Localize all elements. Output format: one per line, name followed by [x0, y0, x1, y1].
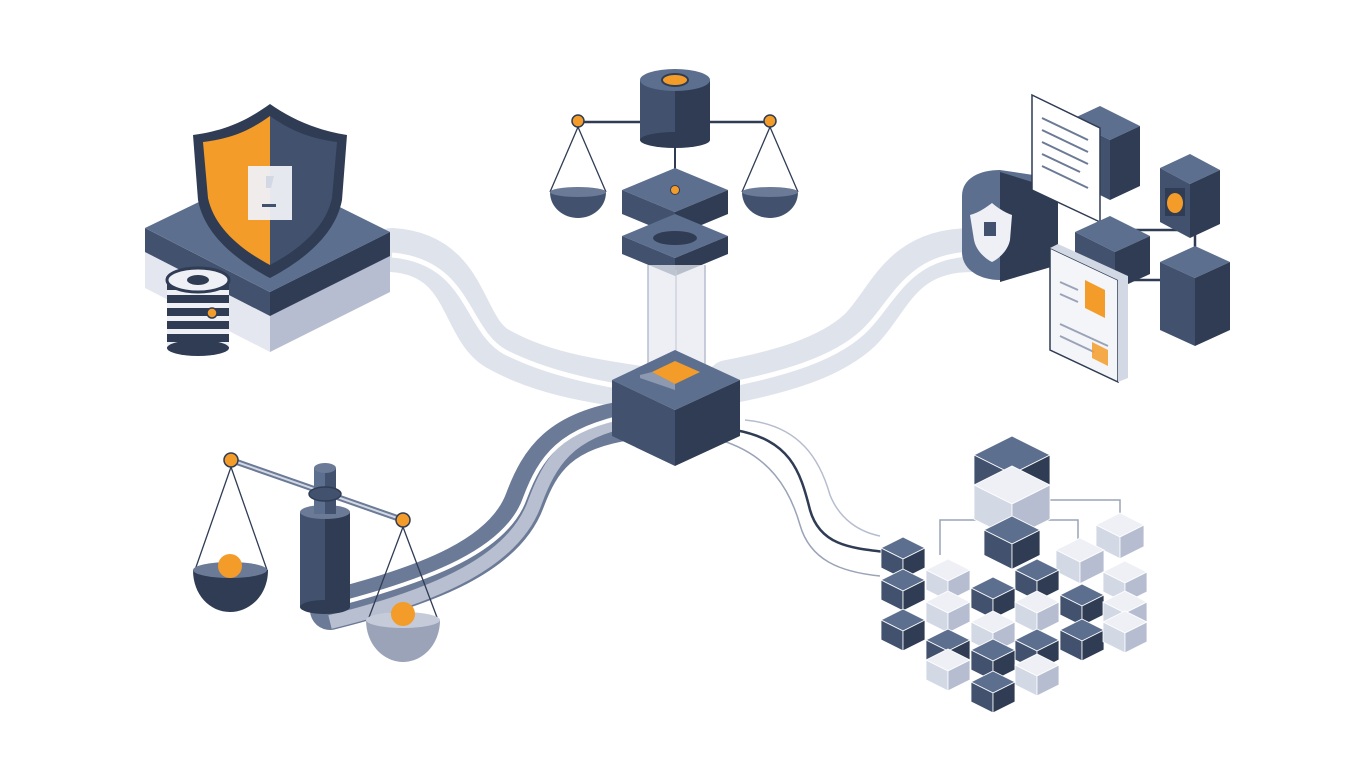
top-cylinder [640, 69, 710, 148]
shield-platform-group [145, 104, 390, 356]
cluster-cube [1014, 653, 1060, 697]
document-icon-2 [1049, 244, 1128, 384]
hub-core [652, 361, 700, 384]
top-balance-scale-icon [549, 69, 799, 370]
tall-block [1160, 246, 1230, 346]
flow-band-docs [706, 228, 994, 404]
cluster-cube [925, 590, 971, 634]
status-dot [206, 307, 218, 319]
cluster-cube [1095, 512, 1145, 560]
scale-post [300, 463, 350, 614]
cluster-cube [925, 558, 971, 602]
cluster-cube [1059, 583, 1105, 627]
flow-band-shield [370, 228, 662, 410]
flow-band-scale [310, 400, 650, 630]
eye-block [1160, 154, 1220, 238]
connector-line-cubes-thin [719, 439, 881, 577]
bottom-balance-scale-icon [193, 452, 440, 662]
flow-band-scale-light [328, 413, 632, 629]
cluster-cube [880, 568, 926, 612]
cluster-cube [1055, 537, 1105, 585]
platform-front-band-right [270, 232, 390, 316]
cluster-cube [1102, 610, 1148, 654]
cluster-cube [970, 670, 1016, 714]
cluster-cube [880, 536, 926, 580]
connector-line-cubes-thin-2 [744, 419, 881, 537]
cluster-cube [970, 576, 1016, 620]
flow-band-scale-line [329, 414, 631, 608]
flow-band-docs-line [727, 251, 973, 388]
cluster-cube [983, 515, 1041, 570]
cluster-cube [1014, 590, 1060, 634]
connector-line-cubes [734, 428, 886, 554]
document-highlight [1085, 280, 1105, 318]
left-pan [193, 554, 268, 612]
cube-cluster [880, 435, 1148, 714]
shield-icon [193, 104, 347, 278]
document-stamp [1092, 342, 1108, 366]
flow-paths [310, 228, 994, 630]
flow-band-shield-line [391, 252, 641, 393]
central-hub-cube [612, 350, 740, 466]
documents-cluster [962, 93, 1230, 384]
database-icon [165, 266, 231, 356]
cluster-cube [925, 648, 971, 692]
cluster-cube [1059, 618, 1105, 662]
right-pan [366, 602, 440, 662]
cluster-cube [880, 608, 926, 652]
shield-badge-block [962, 170, 1058, 282]
